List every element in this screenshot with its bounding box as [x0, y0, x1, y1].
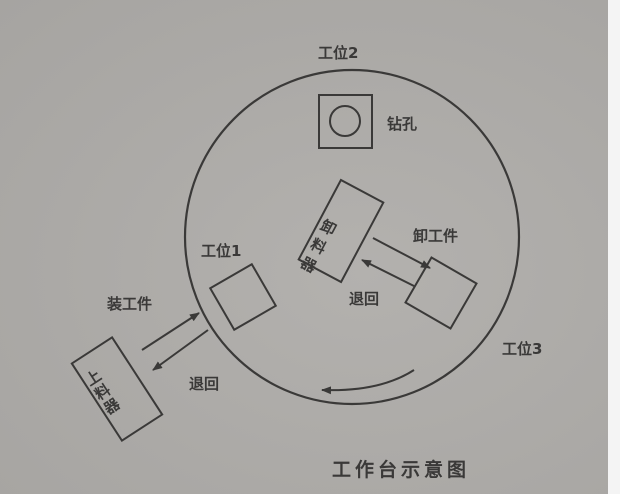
loader-return-label: 退回: [189, 375, 220, 393]
unloader-box: [297, 178, 385, 284]
drill-operation-label: 钻孔: [387, 115, 418, 133]
load-arrow: [141, 312, 200, 351]
loader-box: [70, 335, 164, 443]
load-action-label: 装工件: [107, 295, 153, 313]
station-2-label: 工位2: [318, 44, 359, 62]
diagram-caption: 工作台示意图: [332, 459, 471, 481]
page-edge: [608, 0, 620, 494]
unload-arrow: [372, 237, 431, 269]
worktable-circle: [183, 68, 521, 406]
rotation-arrow: [321, 369, 415, 395]
station-2-drill-fixture: [318, 94, 373, 149]
station-3-label: 工位3: [502, 340, 543, 358]
station-1-label: 工位1: [201, 242, 242, 260]
station-3-fixture: [404, 256, 478, 330]
unload-action-label: 卸工件: [413, 227, 459, 245]
unloader-return-label: 退回: [349, 290, 380, 308]
loader-return-arrow: [152, 329, 209, 371]
unloader-return-arrow: [361, 259, 415, 287]
station-1-fixture: [208, 262, 278, 332]
